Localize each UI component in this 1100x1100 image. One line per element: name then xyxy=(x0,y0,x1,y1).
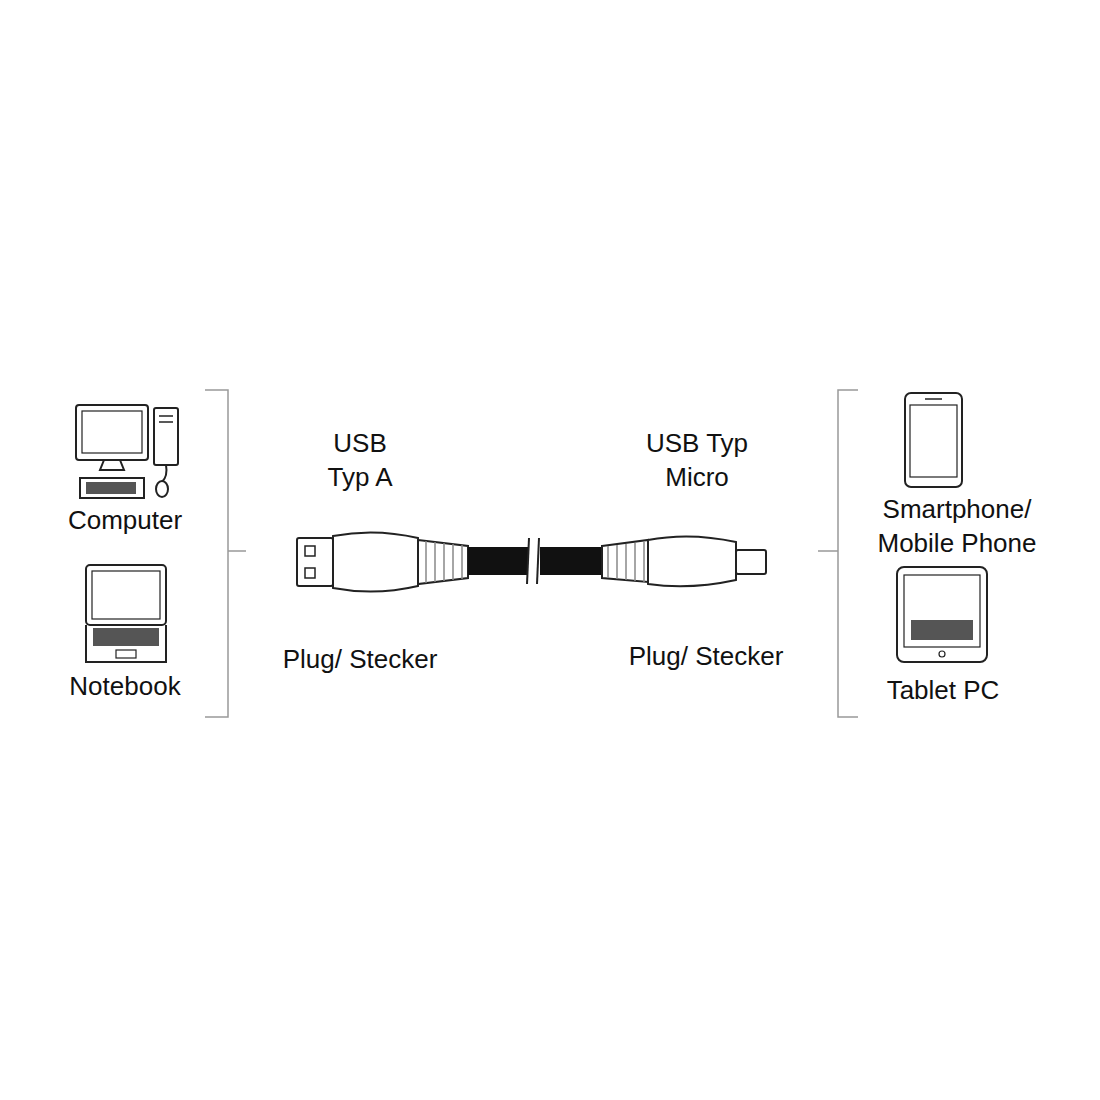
smartphone-icon xyxy=(905,393,962,487)
connector-label: Plug/ Stecker xyxy=(606,640,806,674)
strain-ring xyxy=(643,542,645,582)
device-label: Smartphone/ Mobile Phone xyxy=(867,493,1047,561)
usb-micro-plug xyxy=(602,536,766,586)
usb-a-plug xyxy=(297,532,468,591)
bracket xyxy=(205,390,246,717)
strain-ring xyxy=(607,546,609,578)
connector-label: Plug/ Stecker xyxy=(260,643,460,677)
strain-ring xyxy=(425,541,427,583)
device-label: Computer xyxy=(40,504,210,538)
connector-label: USB Typ Micro xyxy=(630,427,765,495)
strain-ring xyxy=(625,544,627,580)
strain-ring xyxy=(452,544,454,580)
cable xyxy=(468,538,602,584)
strain-ring xyxy=(616,545,618,579)
computer-icon xyxy=(76,405,178,498)
tablet-icon xyxy=(897,567,987,662)
strain-ring xyxy=(434,542,436,582)
notebook-icon xyxy=(86,565,166,662)
strain-ring xyxy=(634,543,636,581)
device-label: Notebook xyxy=(40,670,210,704)
device-label: Tablet PC xyxy=(858,674,1028,708)
strain-ring xyxy=(461,545,463,579)
strain-ring xyxy=(443,543,445,581)
bracket xyxy=(818,390,858,717)
connector-label: USB Typ A xyxy=(320,427,400,495)
